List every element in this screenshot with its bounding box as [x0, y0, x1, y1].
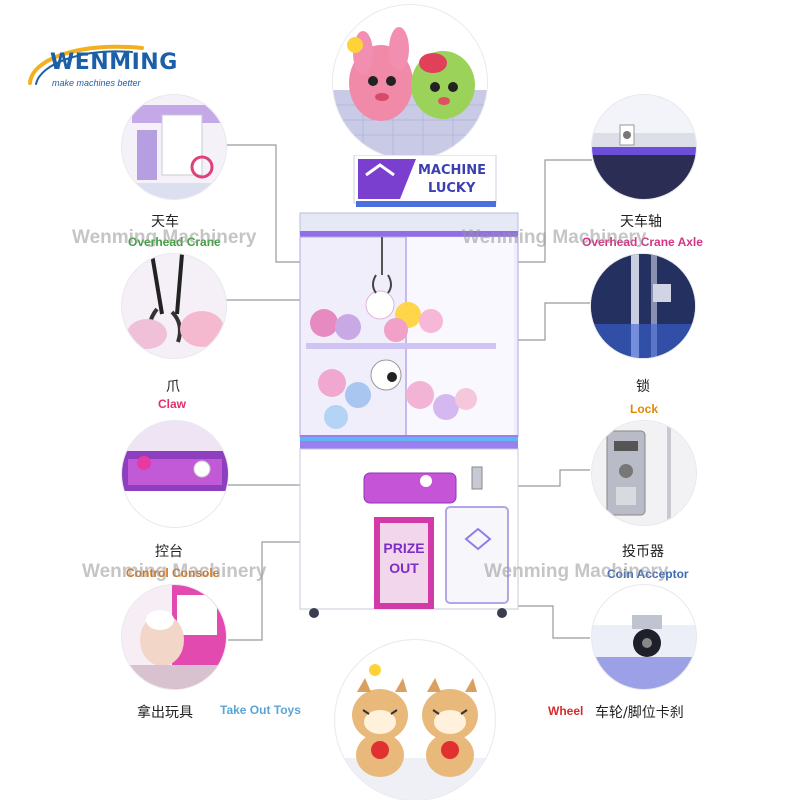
- label-control-console-en: Control Console: [126, 566, 220, 580]
- overhead-crane-photo: [122, 95, 226, 199]
- wheel-photo: [592, 585, 696, 689]
- watermark-1: Wenming Machinery: [72, 227, 257, 248]
- claw-machine: PRIZE OUT MACHINE LUCKY: [296, 154, 522, 625]
- label-control-console-zh: 控台: [155, 544, 183, 560]
- claw-machine-illustration: PRIZE OUT: [299, 154, 519, 618]
- take-out-toys-photo: [122, 585, 226, 689]
- label-wheel-en: Wheel: [548, 704, 584, 718]
- label-take-out-toys-zh: 拿出玩具: [137, 705, 193, 721]
- logo-brand-text: WENMING: [50, 50, 178, 75]
- overhead-crane-axle-photo: [592, 95, 696, 199]
- label-take-out-toys-en: Take Out Toys: [220, 703, 301, 717]
- watermark-2: Wenming Machinery: [462, 227, 647, 248]
- out-text: OUT: [389, 560, 419, 576]
- label-coin-acceptor-zh: 投币器: [622, 544, 664, 560]
- coin-acceptor-photo: [592, 421, 696, 525]
- label-overhead-crane-axle-en: Overhead Crane Axle: [582, 235, 703, 249]
- label-overhead-crane-zh: 天车: [151, 214, 179, 230]
- marquee-line2: LUCKY: [428, 181, 476, 196]
- label-wheel-zh: 车轮/脚位卡刹: [595, 705, 684, 721]
- label-overhead-crane-en: Overhead Crane: [128, 235, 221, 249]
- label-coin-acceptor-en: Coin Acceptor: [607, 567, 689, 581]
- prize-text: PRIZE: [383, 540, 424, 556]
- label-claw-en: Claw: [158, 397, 187, 411]
- marquee-line1: MACHINE: [418, 163, 487, 178]
- logo-tagline: make machines better: [52, 78, 141, 88]
- label-lock-zh: 锁: [636, 379, 650, 395]
- shiba-toys-photo: [335, 640, 495, 800]
- brand-logo: WENMING make machines better: [22, 38, 192, 98]
- label-lock-en: Lock: [630, 402, 659, 416]
- claw-photo: [122, 254, 226, 358]
- plush-toys-photo: [333, 5, 487, 159]
- label-claw-zh: 爪: [166, 379, 180, 395]
- logo-swoosh-icon: [28, 44, 144, 85]
- lock-photo: [591, 254, 695, 358]
- control-console-photo: [122, 421, 228, 527]
- label-overhead-crane-axle-zh: 天车轴: [620, 214, 662, 230]
- watermark-4: Wenming Machinery: [484, 561, 669, 582]
- watermark-3: Wenming Machinery: [82, 561, 267, 582]
